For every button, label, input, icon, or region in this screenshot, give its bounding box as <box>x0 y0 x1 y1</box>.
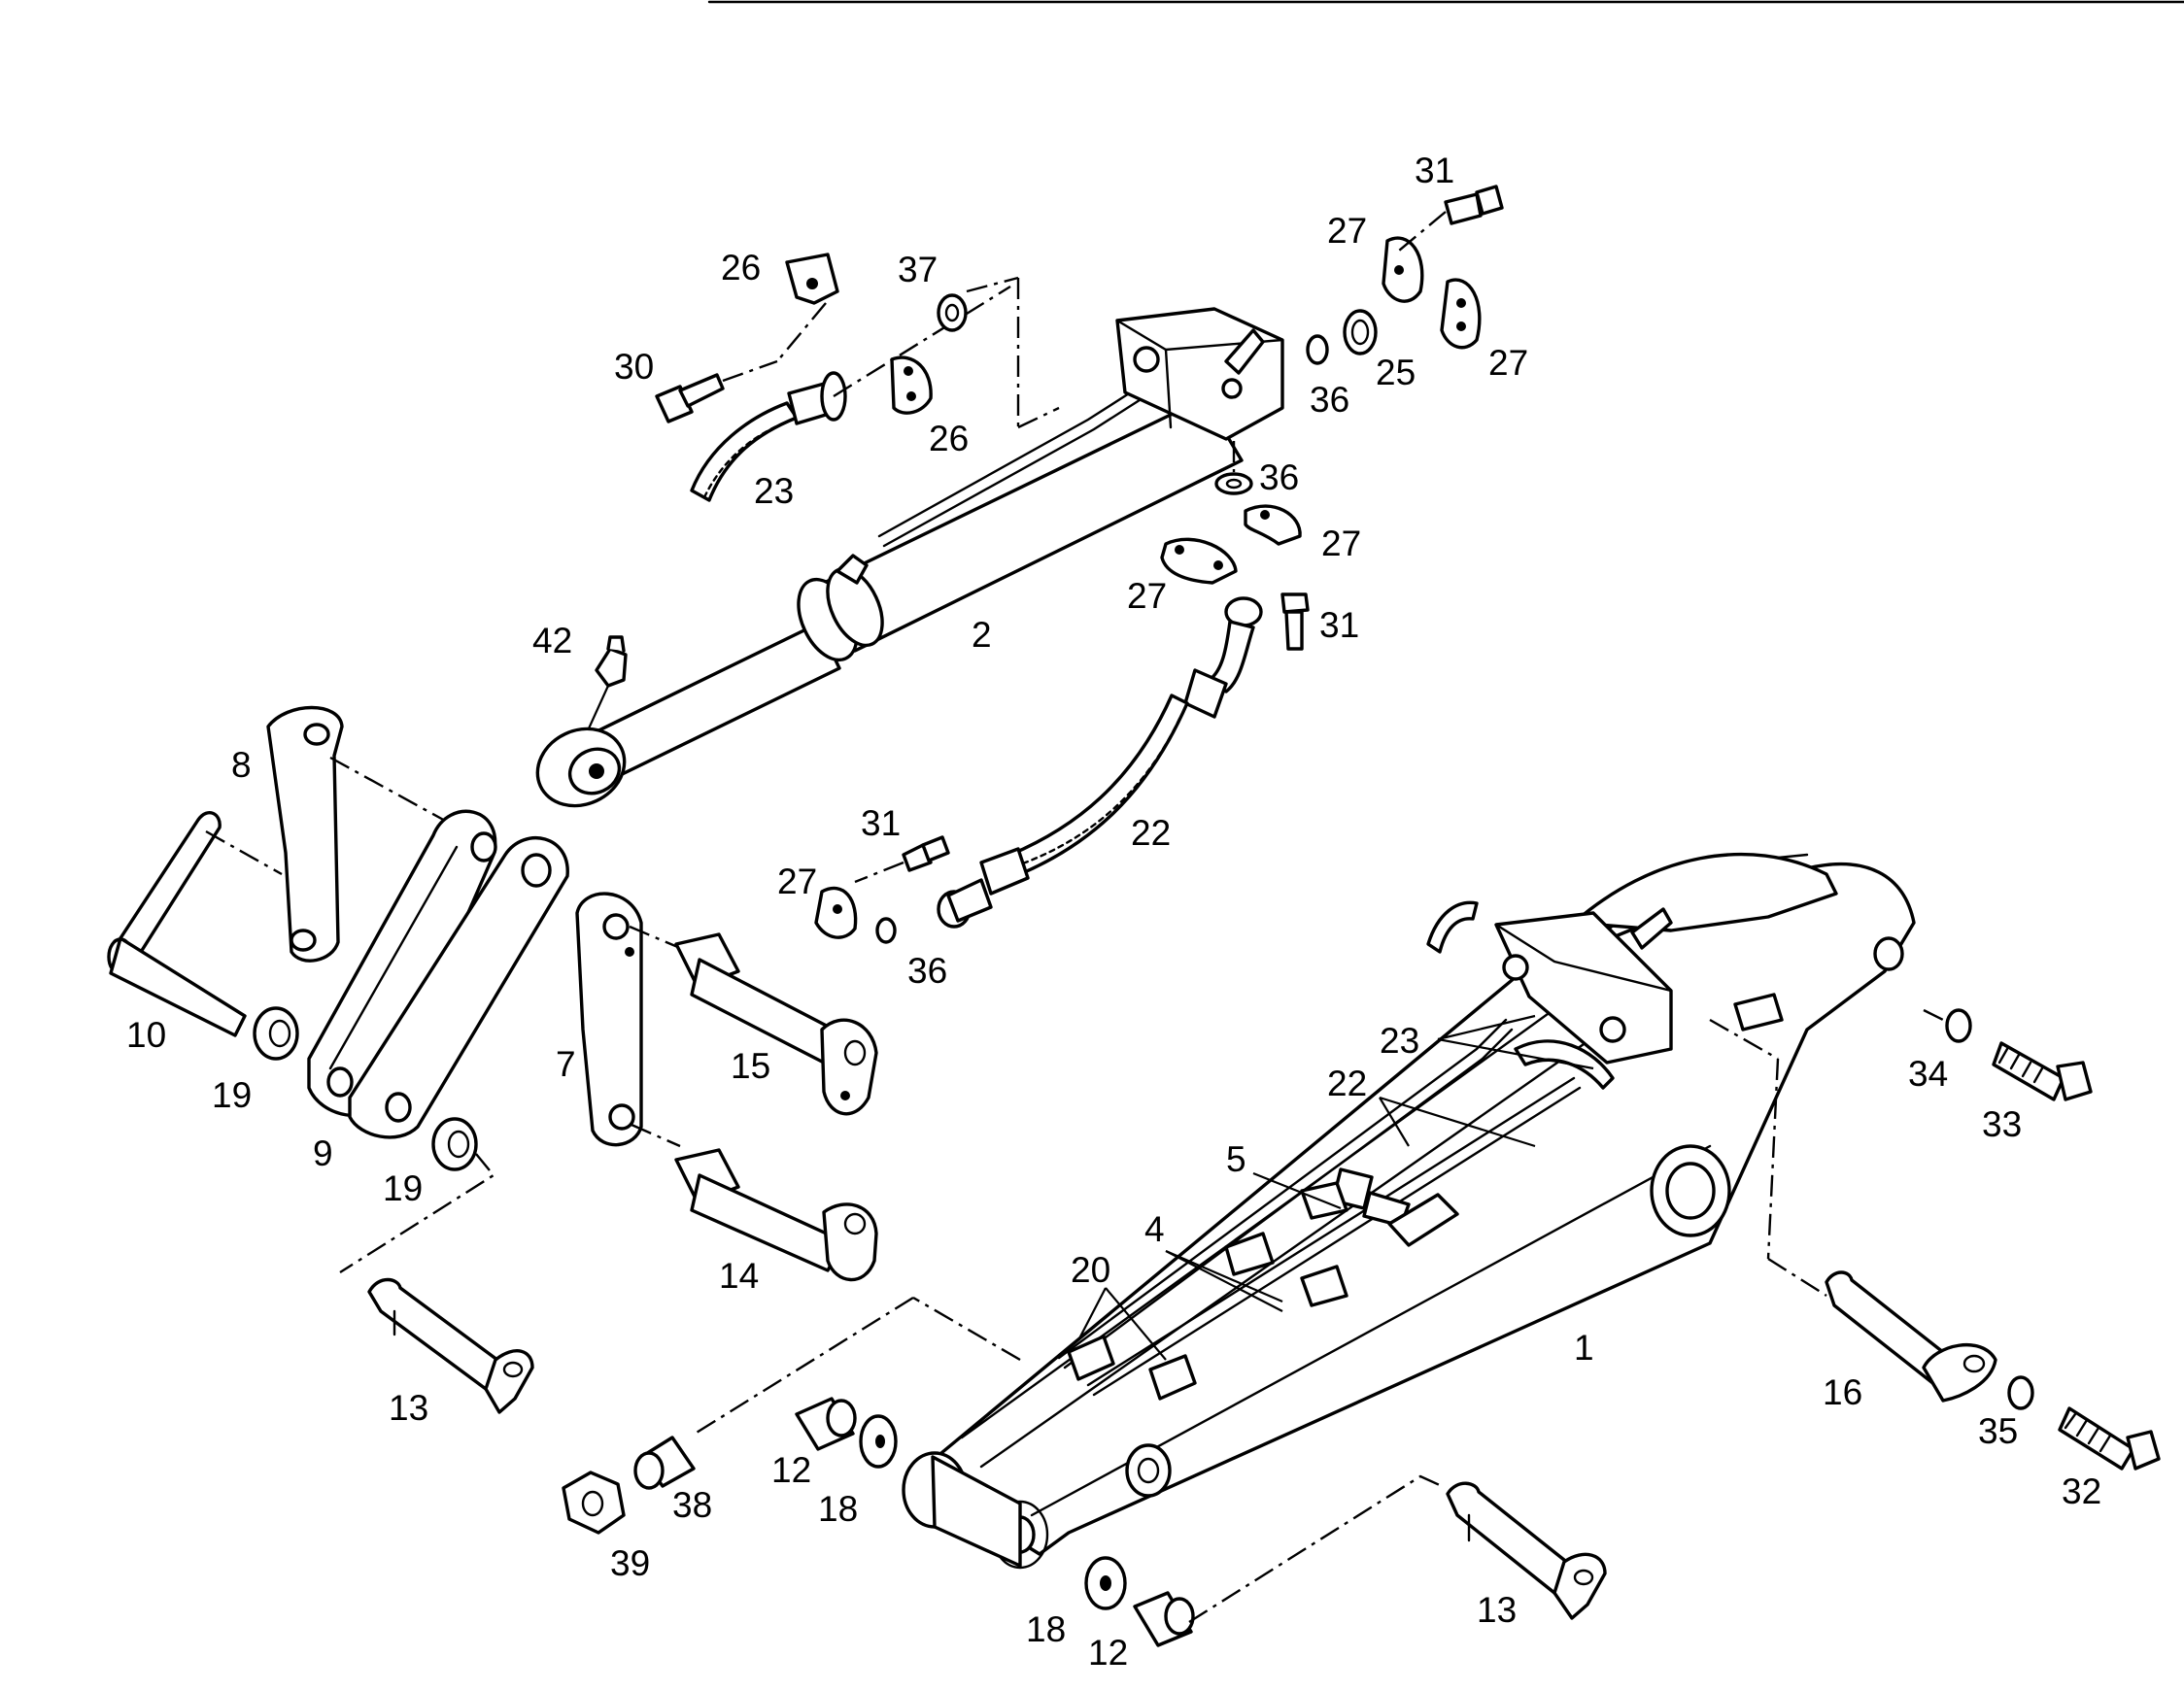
bolt-31-mid <box>1280 592 1310 651</box>
callout-27a: 27 <box>1327 211 1367 251</box>
callout-7: 7 <box>556 1044 576 1084</box>
link-9 <box>307 809 569 1139</box>
callout-12a: 12 <box>771 1450 811 1490</box>
flange-half-27-a <box>1382 236 1424 303</box>
callout-10: 10 <box>126 1015 166 1055</box>
washer-19-left <box>253 1006 299 1061</box>
callout-27e: 27 <box>777 862 817 901</box>
callout-5: 5 <box>1226 1139 1246 1179</box>
callout-20: 20 <box>1071 1250 1110 1290</box>
callout-36b: 36 <box>1259 457 1299 497</box>
callout-22b: 22 <box>1327 1064 1367 1103</box>
callout-27b: 27 <box>1488 343 1528 383</box>
callout-35: 35 <box>1978 1411 2018 1451</box>
link-7 <box>575 892 681 1148</box>
callout-27d: 27 <box>1127 576 1167 616</box>
callout-38: 38 <box>672 1485 712 1525</box>
o-ring-36-lower <box>1214 441 1253 495</box>
flange-half-27-e <box>814 886 858 939</box>
washer-18-upper <box>859 1414 898 1469</box>
pin-16 <box>1825 1270 1997 1403</box>
bushing-12-upper <box>795 1397 857 1451</box>
callout-37: 37 <box>898 250 938 289</box>
callout-13b: 13 <box>1477 1590 1517 1630</box>
pin-13-left <box>367 1277 534 1414</box>
link-8 <box>266 705 448 963</box>
pin-14 <box>674 1148 878 1282</box>
flange-half-27-d <box>1160 537 1238 585</box>
callout-14: 14 <box>719 1256 759 1296</box>
callout-33: 33 <box>1982 1104 2022 1144</box>
hose-22-upper <box>937 596 1263 929</box>
pin-13-right <box>1446 1481 1607 1620</box>
pin-10 <box>107 811 283 1037</box>
pin-15 <box>674 932 878 1116</box>
callout-9: 9 <box>313 1133 333 1173</box>
bolt-31-top <box>1398 185 1504 252</box>
hose-23-upper <box>690 285 1011 502</box>
o-ring-36-low <box>875 917 897 944</box>
bushing-12-lower <box>1133 1474 1443 1647</box>
callout-labels: 1 2 4 5 7 8 9 10 12 12 13 13 14 15 16 18… <box>126 151 2101 1673</box>
callout-27c: 27 <box>1321 524 1361 563</box>
callout-34: 34 <box>1908 1054 1948 1094</box>
callout-19b: 19 <box>383 1168 423 1208</box>
callout-42: 42 <box>532 621 572 660</box>
callout-39: 39 <box>610 1543 650 1583</box>
callout-23a: 23 <box>754 471 794 511</box>
o-ring-37 <box>937 276 1060 429</box>
nut-39 <box>562 1471 626 1535</box>
leader-lines <box>1077 1014 1594 1361</box>
callout-12b: 12 <box>1088 1633 1128 1673</box>
callout-32: 32 <box>2062 1471 2101 1511</box>
washer-35 <box>2007 1375 2034 1410</box>
callout-30: 30 <box>614 347 654 387</box>
flange-half-27-b <box>1440 278 1482 350</box>
callout-2: 2 <box>972 615 992 655</box>
hydraulic-cylinder <box>535 307 1284 808</box>
callout-1: 1 <box>1574 1328 1594 1368</box>
callout-15: 15 <box>731 1046 770 1086</box>
bushing-25 <box>1343 309 1378 355</box>
washer-19-right <box>339 1117 495 1274</box>
callout-26a: 26 <box>721 248 761 287</box>
bolt-32 <box>2058 1406 2161 1471</box>
callout-31c: 31 <box>861 803 901 843</box>
callout-25: 25 <box>1376 353 1416 392</box>
callout-26b: 26 <box>929 419 969 458</box>
callout-19a: 19 <box>212 1075 252 1115</box>
fitting-38 <box>633 1436 696 1490</box>
callout-16: 16 <box>1823 1372 1862 1412</box>
flange-half-26-top <box>776 253 839 362</box>
callout-8: 8 <box>231 745 252 785</box>
bolt-31-lower <box>854 835 950 884</box>
grease-nipple-42 <box>587 635 628 729</box>
callout-23b: 23 <box>1380 1021 1419 1061</box>
callout-36c: 36 <box>907 951 947 991</box>
bolt-30 <box>655 359 778 423</box>
callout-31b: 31 <box>1319 605 1359 645</box>
callout-36a: 36 <box>1310 380 1349 420</box>
bolt-33 <box>1923 1008 2093 1101</box>
flange-half-26-bottom <box>890 355 933 415</box>
callout-18a: 18 <box>818 1489 858 1529</box>
washer-34 <box>1945 1008 1972 1043</box>
flange-half-27-c <box>1244 504 1302 546</box>
callout-18b: 18 <box>1026 1609 1066 1649</box>
washer-18-lower <box>1084 1556 1127 1610</box>
callout-4: 4 <box>1144 1209 1165 1249</box>
boom-1 <box>691 852 1916 1570</box>
callout-13a: 13 <box>389 1388 428 1428</box>
callout-22a: 22 <box>1131 813 1171 853</box>
o-ring-36-upper <box>1306 334 1329 365</box>
callout-31a: 31 <box>1415 151 1454 190</box>
